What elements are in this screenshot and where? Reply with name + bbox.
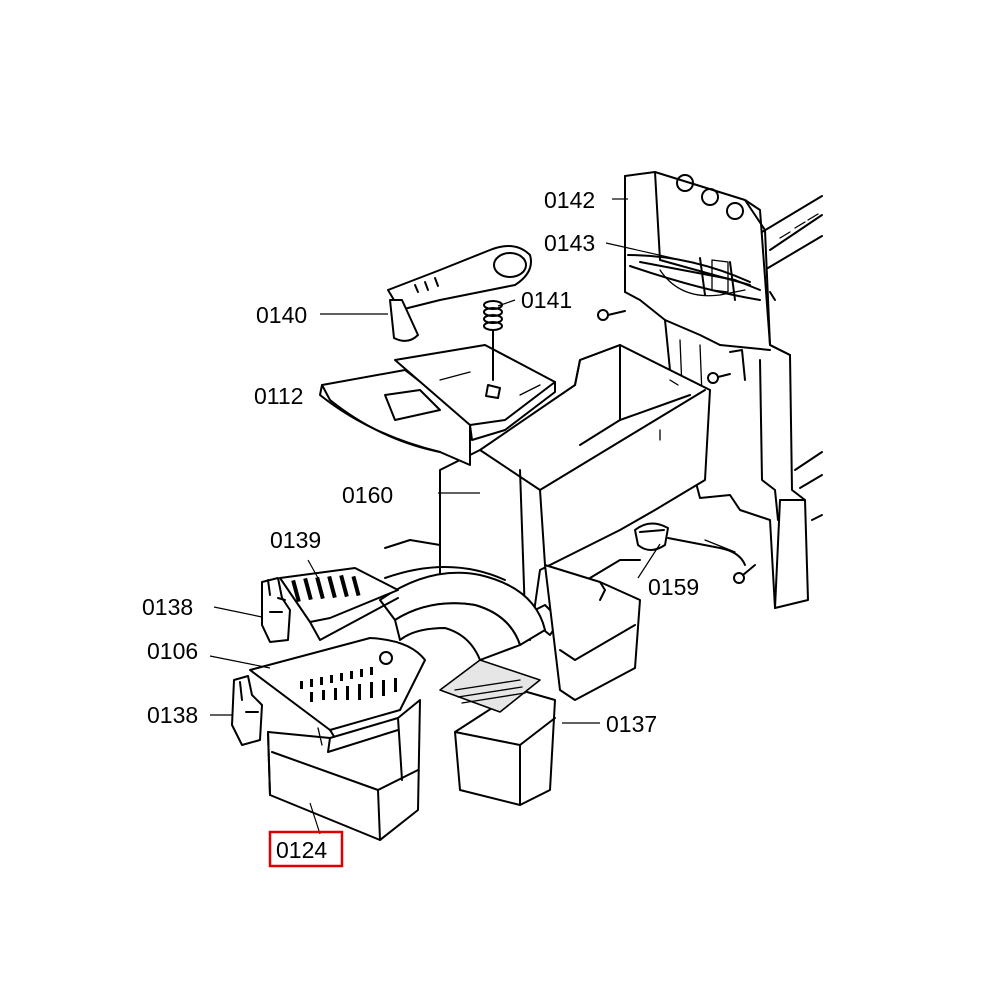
label-0141: 0141 xyxy=(521,287,572,313)
leader-lines xyxy=(209,198,691,835)
label-0143: 0143 xyxy=(544,230,595,256)
highlight-box-0124 xyxy=(268,830,344,868)
label-0142: 0142 xyxy=(544,187,595,213)
valve-part-0159 xyxy=(634,522,746,566)
label-0160: 0160 xyxy=(342,482,393,508)
tray-0112 xyxy=(319,344,556,466)
label-0124: 0124 xyxy=(276,837,327,863)
container-0124 xyxy=(267,699,421,841)
grounds-chute xyxy=(379,566,546,661)
grid-0139 xyxy=(279,567,399,641)
label-0138-lower: 0138 xyxy=(147,702,198,728)
label-0140: 0140 xyxy=(256,302,307,328)
part-labels: 0142 0143 0140 0141 0112 0160 0139 0138 … xyxy=(142,187,699,868)
drip-tray-0137 xyxy=(439,564,641,806)
clip-0138-lower xyxy=(231,675,263,746)
clip-0138-upper xyxy=(261,577,291,643)
label-0138-upper: 0138 xyxy=(142,594,193,620)
label-0139: 0139 xyxy=(270,527,321,553)
handle-0140 xyxy=(387,245,532,342)
spring-0141 xyxy=(483,300,503,381)
label-0106: 0106 xyxy=(147,638,198,664)
grounds-container-0160 xyxy=(384,344,711,641)
label-0112: 0112 xyxy=(254,383,303,409)
label-0137: 0137 xyxy=(606,711,657,737)
label-0159: 0159 xyxy=(648,574,699,600)
